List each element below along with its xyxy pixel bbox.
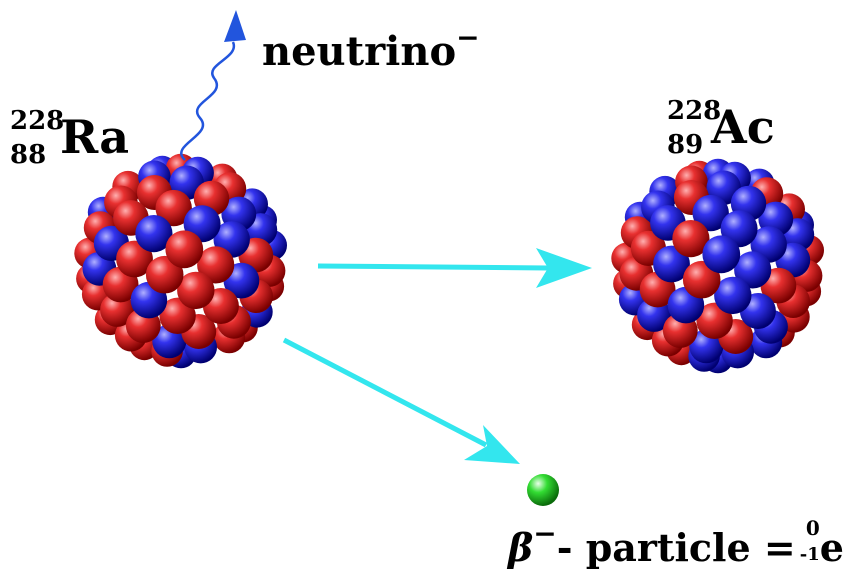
actinium-symbol: Ac <box>711 100 775 154</box>
neutron-sphere-icon <box>692 194 729 232</box>
neutrino-label: neutrino− <box>262 21 480 75</box>
neutrino-wavy-arrow-icon <box>180 10 246 161</box>
radium-atomic-number: 88 <box>10 140 47 170</box>
neutron-sphere-icon <box>714 276 752 315</box>
actinium-atomic-number: 89 <box>667 130 704 160</box>
radium-isotope-label: 228 88 Ra <box>10 108 140 178</box>
neutron-sphere-icon <box>653 245 690 283</box>
proton-sphere-icon <box>165 230 204 269</box>
proton-sphere-icon <box>155 189 192 227</box>
beta-emission-arrow-icon <box>282 337 520 464</box>
decay-arrow-icon <box>317 248 592 288</box>
proton-sphere-icon <box>197 246 235 284</box>
radium-mass-number: 228 <box>10 106 65 136</box>
neutron-sphere-icon <box>135 215 173 253</box>
proton-sphere-icon <box>116 240 153 278</box>
actinium-nucleus <box>611 158 824 374</box>
neutron-sphere-icon <box>702 235 741 274</box>
actinium-isotope-label: 228 89 Ac <box>667 98 797 168</box>
actinium-mass-number: 228 <box>667 96 722 126</box>
neutron-sphere-icon <box>734 251 772 289</box>
electron-notation: 0-1 <box>799 516 820 565</box>
proton-sphere-icon <box>177 271 215 310</box>
proton-sphere-icon <box>672 220 710 258</box>
proton-sphere-icon <box>682 260 721 299</box>
beta-symbol: β <box>508 525 534 570</box>
proton-sphere-icon <box>145 255 184 294</box>
electron-sphere-icon <box>527 474 559 506</box>
radium-symbol: Ra <box>60 110 130 164</box>
radium-nucleus <box>74 153 287 369</box>
